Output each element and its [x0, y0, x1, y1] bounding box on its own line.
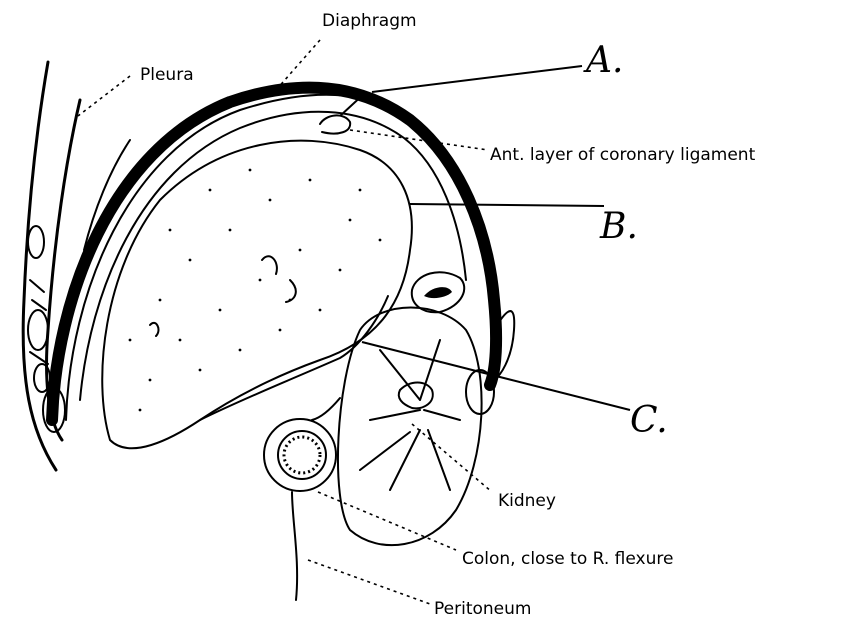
- label-kidney: Kidney: [498, 491, 556, 511]
- leader-lines: [78, 40, 492, 604]
- label-ant-layer: Ant. layer of coronary ligament: [490, 145, 756, 165]
- marker-c: C.: [630, 400, 668, 441]
- marker-b: B.: [599, 206, 638, 247]
- label-peritoneum: Peritoneum: [434, 599, 531, 619]
- colon: [264, 419, 336, 491]
- marker-a: A.: [583, 40, 623, 81]
- liver: [102, 141, 412, 449]
- kidney: [338, 308, 482, 546]
- pleura-line: [66, 95, 360, 420]
- coronary-ligament-loop: [320, 115, 350, 133]
- adrenal: [412, 272, 464, 312]
- label-colon: Colon, close to R. flexure: [462, 549, 673, 569]
- inner-peritoneum-line: [80, 112, 466, 400]
- label-pleura: Pleura: [140, 65, 194, 85]
- label-diaphragm: Diaphragm: [322, 11, 417, 31]
